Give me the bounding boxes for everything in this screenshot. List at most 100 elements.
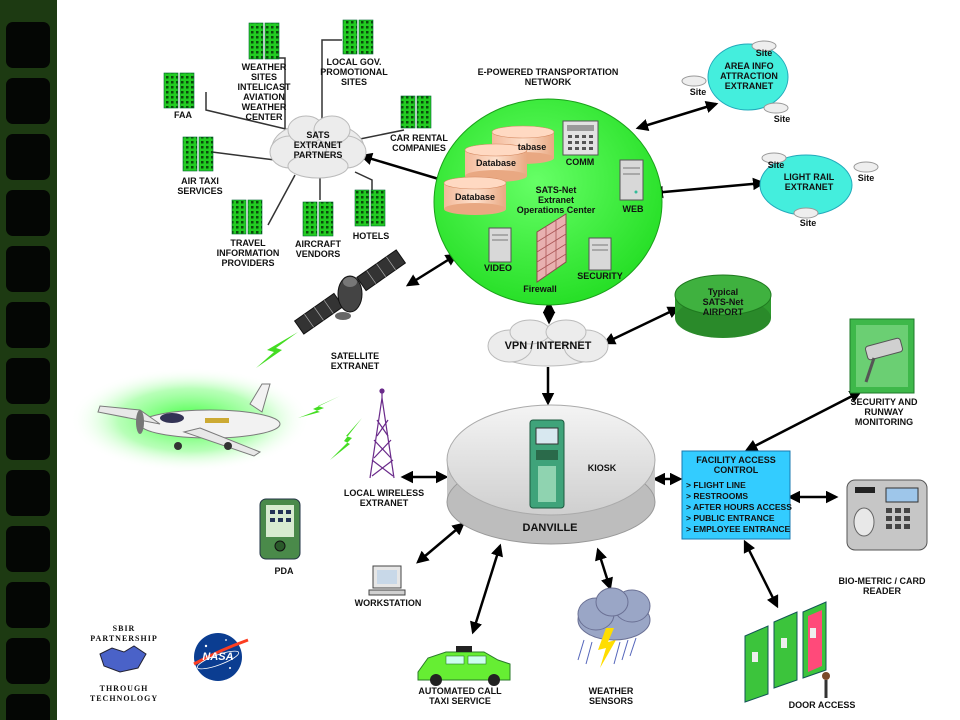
film-hole (6, 638, 50, 684)
building-icon (182, 136, 214, 172)
area-info-extranet (681, 40, 789, 114)
label-hotels: HOTELS (352, 231, 390, 241)
label-site: Site (767, 160, 785, 170)
label-local-gov: LOCAL GOV. PROMOTIONAL SITES (320, 57, 388, 87)
door-icon (744, 601, 830, 703)
airport-cylinder (674, 274, 772, 338)
handshake-icon (99, 645, 147, 673)
label-comm: COMM (565, 157, 595, 167)
label-door-access: DOOR ACCESS (788, 700, 856, 710)
label-weather-sensors: WEATHER SENSORS (588, 686, 634, 706)
label-ops-center: SATS-Net Extranet Operations Center (516, 185, 596, 215)
label-site: Site (689, 87, 707, 97)
storm-cloud-icon (577, 587, 651, 668)
label-pda: PDA (274, 566, 294, 576)
facility-item: > AFTER HOURS ACCESS (686, 502, 792, 512)
label-security: SECURITY (577, 271, 623, 281)
label-web: WEB (622, 204, 644, 214)
label-database-mid: Database (475, 158, 517, 168)
label-typical-airport: Typical SATS-Net AIRPORT (702, 287, 744, 317)
label-satellite: SATELLITE EXTRANET (330, 351, 380, 371)
wireless-signal (256, 332, 362, 460)
airplane-icon (70, 368, 310, 472)
facility-item: > PUBLIC ENTRANCE (686, 513, 775, 523)
taxi-icon (417, 646, 511, 686)
label-air-taxi: AIR TAXI SERVICES (177, 176, 223, 196)
facility-item: > FLIGHT LINE (686, 480, 746, 490)
workstation-icon (368, 565, 406, 596)
label-sbir-bottom: THROUGH TECHNOLOGY (89, 684, 159, 703)
label-network-title: E-POWERED TRANSPORTATION NETWORK (477, 67, 619, 87)
film-hole (6, 470, 50, 516)
label-vpn: VPN / INTERNET (504, 340, 592, 352)
comm-icon (562, 120, 599, 156)
label-danville: DANVILLE (522, 522, 578, 534)
kiosk-icon (529, 419, 565, 509)
label-site: Site (755, 48, 773, 58)
label-wireless: LOCAL WIRELESS EXTRANET (343, 488, 425, 508)
server-icon (588, 237, 612, 271)
label-weather-sites: WEATHER SITES INTELICAST AVIATION WEATHE… (237, 62, 291, 122)
pda-icon (259, 498, 301, 560)
label-aircraft-vendors: AIRCRAFT VENDORS (295, 239, 341, 259)
label-sbir-top: SBIR PARTNERSHIP (90, 624, 158, 643)
film-hole (6, 414, 50, 460)
film-hole (6, 190, 50, 236)
filmstrip-border (0, 0, 57, 720)
building-icon (163, 72, 195, 109)
building-icon (231, 199, 263, 235)
film-hole (6, 246, 50, 292)
label-area-info: AREA INFO ATTRACTION EXTRANET (720, 61, 778, 91)
label-site: Site (799, 218, 817, 228)
label-site: Site (857, 173, 875, 183)
facility-item: > EMPLOYEE ENTRANCE (686, 524, 791, 534)
building-icon (302, 201, 334, 237)
building-icon (342, 19, 374, 55)
film-hole (6, 302, 50, 348)
label-faa: FAA (174, 110, 192, 120)
label-light-rail: LIGHT RAIL EXTRANET (783, 172, 835, 192)
film-hole (6, 694, 50, 720)
building-icon (400, 95, 432, 129)
cloud-icon (487, 319, 609, 367)
label-travel-info: TRAVEL INFORMATION PROVIDERS (216, 238, 280, 268)
film-hole (6, 22, 50, 68)
card-reader-icon (846, 479, 928, 551)
server-icon (619, 159, 644, 201)
cloud-icon (269, 115, 367, 179)
film-hole (6, 526, 50, 572)
film-hole (6, 358, 50, 404)
satellite-icon (293, 249, 407, 335)
film-hole (6, 582, 50, 628)
server-icon (488, 227, 512, 263)
label-site: Site (773, 114, 791, 124)
label-video: VIDEO (483, 263, 512, 273)
label-sats-partners: SATS EXTRANET PARTNERS (293, 130, 343, 160)
label-car-rental: CAR RENTAL COMPANIES (390, 133, 448, 153)
label-database-front: Database (454, 192, 496, 202)
facility-item: > RESTROOMS (686, 491, 749, 501)
label-workstation: WORKSTATION (354, 598, 422, 608)
nasa-logo-icon (193, 633, 249, 681)
building-icon (248, 22, 280, 60)
firewall-icon (536, 213, 567, 283)
facility-title: FACILITY ACCESS CONTROL (696, 455, 776, 475)
film-hole (6, 78, 50, 124)
arrows (359, 100, 863, 635)
label-firewall: Firewall (523, 284, 557, 294)
light-rail-extranet (759, 152, 879, 219)
label-nasa: NASA (202, 651, 234, 663)
camera-icon (849, 318, 915, 394)
tower-icon (369, 388, 395, 479)
facility-box (681, 450, 791, 540)
film-hole (6, 134, 50, 180)
database-icon (443, 176, 507, 215)
label-database-back: tabase (517, 142, 547, 152)
label-security-runway: SECURITY AND RUNWAY MONITORING (850, 397, 918, 427)
label-kiosk: KIOSK (587, 463, 617, 473)
building-icon (354, 189, 386, 227)
label-taxi: AUTOMATED CALL TAXI SERVICE (418, 686, 502, 706)
label-biometric: BIO-METRIC / CARD READER (838, 576, 926, 596)
